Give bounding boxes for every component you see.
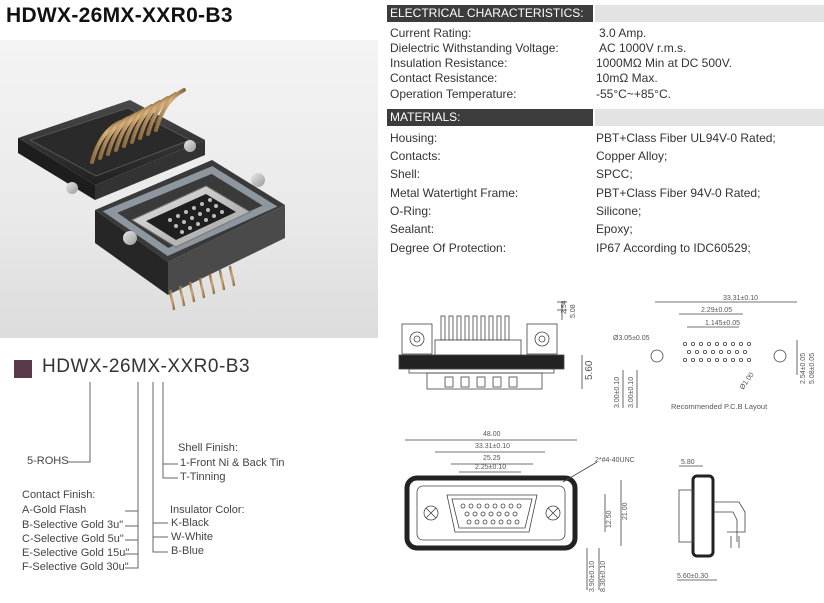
dim-label: 2.54±0.05	[800, 353, 807, 384]
part-number-swatch	[14, 360, 32, 378]
insulator-color-title: Insulator Color:	[170, 504, 245, 516]
dim-label: 21.00	[622, 502, 629, 520]
dim-label: 2.25±0.10	[475, 464, 506, 471]
product-photo	[0, 40, 378, 338]
shell-finish-option: 1-Front Ni & Back Tin	[180, 457, 285, 469]
part-number: HDWX-26MX-XXR0-B3	[42, 356, 251, 377]
dim-label: 3.90±0.10	[589, 561, 596, 592]
connector-illustration	[18, 88, 285, 311]
pcb-layout-drawing	[622, 301, 798, 408]
dim-label: 5.08	[570, 304, 577, 318]
product-title: HDWX-26MX-XXR0-B3	[6, 4, 233, 27]
rear-connector	[18, 88, 205, 200]
contact-finish-option: E-Selective Gold 15u"	[22, 547, 130, 559]
contact-finish-option: C-Selective Gold 5u"	[22, 533, 124, 545]
dim-label: 8.30±0.10	[600, 561, 607, 592]
rohs-option: 5-ROHS	[27, 455, 69, 467]
dim-label: 25.25	[483, 455, 501, 462]
dim-label: 5.60	[584, 360, 595, 380]
contact-finish-option: A-Gold Flash	[22, 504, 87, 516]
contact-finish-option: B-Selective Gold 3u"	[22, 519, 124, 531]
electrical-header-label: ELECTRICAL CHARACTERISTICS:	[387, 5, 593, 22]
dim-label: 5.08±0.05	[809, 353, 816, 384]
dim-label: 12.50	[606, 510, 613, 528]
dim-label: 48.00	[483, 431, 501, 438]
insulator-color-option: K-Black	[171, 517, 209, 529]
insulator-color-option: W-White	[171, 531, 213, 543]
dim-label: 2.29±0.05	[701, 307, 732, 314]
dim-label: Ø1.00	[739, 371, 756, 391]
dim-label: 3.00±0.10	[628, 377, 635, 408]
dim-label: 2.54	[561, 300, 568, 314]
materials-header: MATERIALS:	[387, 109, 824, 126]
materials-header-label: MATERIALS:	[387, 109, 593, 126]
pcb-caption: Recommended P.C.B Layout	[671, 402, 768, 411]
side-view-drawing	[398, 301, 583, 390]
contact-finish-option: F-Selective Gold 30u"	[22, 561, 129, 573]
front-connector	[95, 160, 285, 311]
contact-finish-title: Contact Finish:	[22, 489, 96, 501]
electrical-header: ELECTRICAL CHARACTERISTICS:	[387, 5, 824, 22]
technical-drawings: 2.54 5.08 5.60 33.31±0.10 2.29±0.05 1.14…	[387, 280, 824, 603]
dim-label: 33.31±0.10	[475, 443, 510, 450]
dim-label: 5.60±0.30	[677, 573, 708, 580]
shell-finish-option: T-Tinning	[180, 471, 226, 483]
dim-label: 3.00±0.10	[614, 377, 621, 408]
dimension-drawings-svg: 2.54 5.08 5.60 33.31±0.10 2.29±0.05 1.14…	[398, 295, 816, 592]
ordering-leader-lines	[68, 382, 178, 569]
dim-label: 1.145±0.05	[705, 320, 740, 327]
shell-finish-title: Shell Finish:	[178, 442, 238, 454]
dim-label: 5.80	[681, 459, 695, 466]
side-profile-drawing	[677, 465, 746, 581]
insulator-color-option: B-Blue	[171, 545, 205, 557]
front-view-drawing	[404, 439, 622, 590]
dim-label: 2*#4-40UNC	[595, 457, 635, 464]
dim-label: 33.31±0.10	[723, 295, 758, 302]
dim-label: Ø3.05±0.05	[613, 335, 650, 342]
